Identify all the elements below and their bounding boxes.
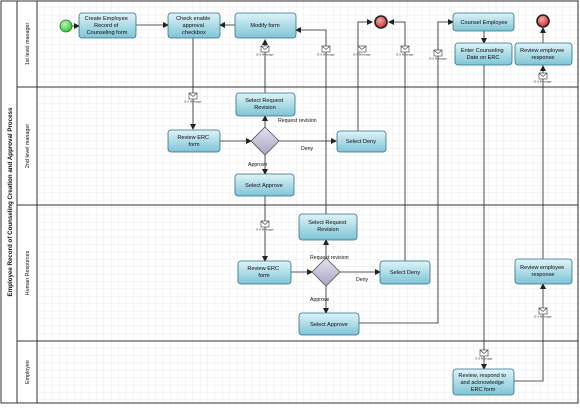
task-select-deny-hr: Select Deny (390, 270, 420, 276)
task-check-enable: Check enable approval checkbox (176, 16, 212, 36)
task-check-enable-box (167, 12, 221, 39)
message-envelope-label: E-S Message (256, 53, 274, 57)
pool-title: Employee Record of Counseling Creation a… (7, 107, 14, 296)
message-envelope-icon: E-S Message (534, 307, 552, 319)
message-envelope-label: E-S Message (256, 228, 274, 232)
lane-label-first-level: 1st level manager (25, 23, 31, 66)
edge-label-approve-hr: Approve (310, 297, 329, 303)
message-envelope-icon: E-S Message (475, 349, 493, 361)
task-counsel-employee: Counsel Employee (461, 20, 508, 26)
gateway-second-level (250, 126, 280, 156)
edge-label-request-revision-second: Request revision (278, 118, 317, 124)
message-envelope-label: E-S Message (429, 57, 447, 61)
task-review-response-hr-box (514, 258, 573, 285)
task-modify-form-box (234, 12, 297, 39)
lane-label-second-level: 2nd level manager (25, 124, 31, 169)
task-enter-date: Enter Counseling Date on ERC (461, 48, 505, 61)
gateway-human-resources (311, 257, 341, 287)
message-envelope-label: E-S Message (534, 315, 552, 319)
edge-label-deny-second: Deny (301, 146, 314, 152)
task-select-request-revision-hr: Select Request Revision (308, 220, 348, 233)
message-envelope-label: E-S Message (184, 100, 202, 104)
task-select-approve-second-box (234, 173, 295, 197)
task-select-deny-second: Select Deny (346, 139, 376, 145)
task-create-erc: Create Employee Record of Counseling for… (85, 16, 130, 36)
task-counsel-employee-box (452, 12, 515, 32)
message-envelope-icon: E-S Message (256, 220, 274, 232)
end-event-complete (536, 14, 550, 28)
task-review-response-first-box (514, 42, 573, 66)
task-select-request-revision-second-box (235, 92, 296, 117)
task-review-erc-hr-box (237, 260, 292, 285)
task-select-request-revision-hr-box (298, 213, 358, 241)
task-modify-form: Modify form (250, 23, 280, 29)
task-select-deny-second-box (336, 130, 387, 153)
task-enter-date-box (454, 42, 513, 66)
lane-label-employee: Employee (25, 360, 31, 384)
message-envelope-label: E-S Message (353, 53, 371, 57)
message-envelope-icon: E-S Message (396, 45, 414, 57)
message-envelope-icon: E-S Message (429, 49, 447, 61)
message-envelope-icon: E-S Message (317, 45, 335, 57)
edge-label-approve-second: Approve (248, 162, 267, 168)
task-review-response-hr: Review employee response (520, 265, 566, 278)
message-envelope-icon: E-S Message (353, 45, 371, 57)
task-review-erc-second: Review ERC form (177, 135, 210, 148)
task-review-response-first: Review employee response (520, 48, 566, 61)
lane-label-human-resources: Human Resources (25, 250, 31, 295)
task-select-approve-hr-box (298, 312, 360, 336)
task-select-approve-second: Select Approve (245, 183, 283, 189)
task-review-erc-hr: Review ERC form (247, 266, 280, 279)
edge-label-request-revision-hr: Request revision (310, 255, 349, 261)
task-select-deny-hr-box (379, 260, 431, 285)
edge-label-deny-hr: Deny (356, 277, 369, 283)
task-create-erc-box (78, 12, 137, 39)
message-envelope-icon: E-S Message (534, 72, 552, 84)
message-envelope-icon: E-S Message (256, 45, 274, 57)
message-envelope-label: E-S Message (475, 357, 493, 361)
message-envelope-label: E-S Message (396, 53, 414, 57)
task-select-request-revision-second: Select Request Revision (245, 98, 285, 111)
task-employee-review-box (452, 368, 515, 396)
end-event-denied (374, 15, 388, 29)
start-event (59, 19, 73, 33)
sequence-flows (72, 19, 546, 382)
message-envelope-icon: E-S Message (184, 92, 202, 104)
task-review-erc-second-box (167, 129, 221, 153)
message-envelope-label: E-S Message (534, 80, 552, 84)
task-employee-review: Review, respond to and acknowledge ERC f… (458, 373, 507, 393)
message-envelope-label: E-S Message (317, 53, 335, 57)
task-select-approve-hr: Select Approve (310, 322, 348, 328)
